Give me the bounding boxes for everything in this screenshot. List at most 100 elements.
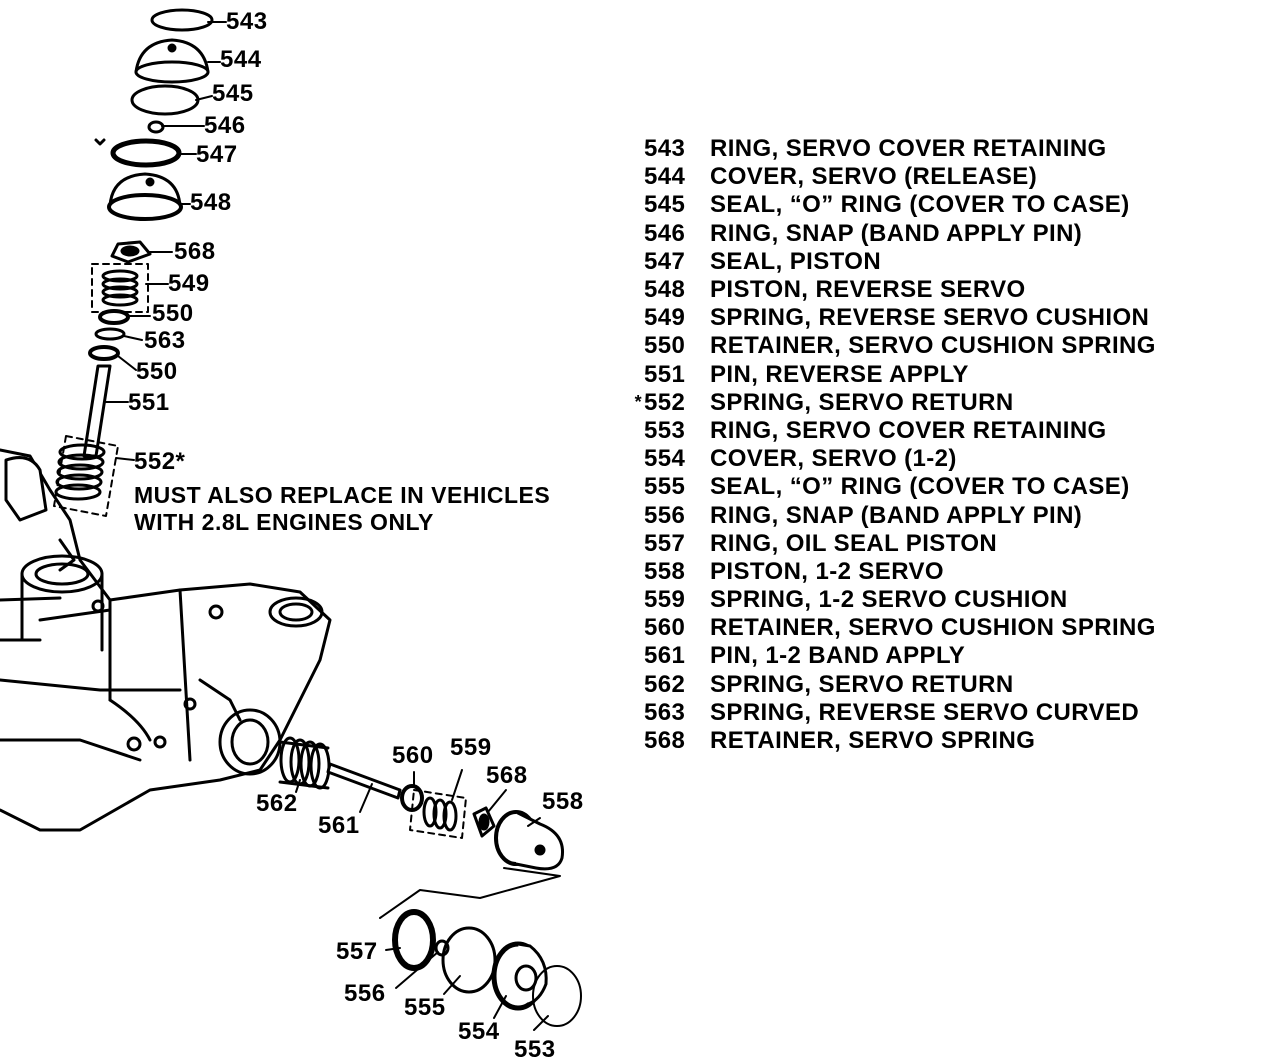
part-554-cover xyxy=(491,941,548,1011)
legend-row: 547 SEAL, PISTON xyxy=(630,248,1156,276)
legend-part-number: 555 xyxy=(644,473,686,501)
callout-556: 556 xyxy=(344,980,386,1007)
part-544-cover xyxy=(134,38,210,84)
callout-552: 552* xyxy=(134,448,186,475)
callout-554: 554 xyxy=(458,1018,500,1045)
legend-part-number: 562 xyxy=(644,670,686,698)
callout-549: 549 xyxy=(168,270,210,297)
callout-555: 555 xyxy=(404,994,446,1021)
part-546-snapring xyxy=(147,120,165,134)
legend-part-description: SPRING, REVERSE SERVO CURVED xyxy=(710,698,1140,726)
part-549-spring xyxy=(91,263,149,313)
part-548-piston xyxy=(107,172,183,221)
legend-part-number: 551 xyxy=(644,360,686,388)
callout-544: 544 xyxy=(220,46,262,73)
transmission-case xyxy=(0,448,332,832)
legend-row: 561 PIN, 1-2 BAND APPLY xyxy=(630,642,1156,670)
legend-part-description: RING, OIL SEAL PISTON xyxy=(710,529,998,557)
part-547-seal xyxy=(94,138,182,168)
legend-row: 568 RETAINER, SERVO SPRING xyxy=(630,727,1156,755)
note-line-2: WITH 2.8L ENGINES ONLY xyxy=(134,509,434,535)
callout-553: 553 xyxy=(514,1036,556,1063)
legend-part-number: 544 xyxy=(644,163,686,191)
legend-row: 562 SPRING, SERVO RETURN xyxy=(630,671,1156,699)
legend-part-number: 548 xyxy=(644,276,686,304)
part-553-ring xyxy=(532,965,582,1027)
legend-part-number: 557 xyxy=(644,529,686,557)
legend-part-number: 554 xyxy=(644,445,686,473)
legend-asterisk: * xyxy=(634,392,642,413)
part-558-piston xyxy=(494,810,565,871)
legend-row: 549 SPRING, REVERSE SERVO CUSHION xyxy=(630,304,1156,332)
legend-row: 554 COVER, SERVO (1-2) xyxy=(630,445,1156,473)
legend-part-number: 561 xyxy=(644,642,686,670)
callout-568-upper: 568 xyxy=(174,238,216,265)
legend-part-description: RING, SNAP (BAND APPLY PIN) xyxy=(710,219,1083,247)
legend-part-description: RING, SNAP (BAND APPLY PIN) xyxy=(710,501,1083,529)
part-561-pin xyxy=(326,762,402,800)
legend-part-number: 568 xyxy=(644,727,686,755)
legend-part-description: PIN, 1-2 BAND APPLY xyxy=(710,642,966,670)
legend-row: 550 RETAINER, SERVO CUSHION SPRING xyxy=(630,332,1156,360)
part-550-563-washers xyxy=(88,309,130,361)
callout-551: 551 xyxy=(128,389,170,416)
part-551-pin xyxy=(82,364,112,458)
legend-part-number: 552 xyxy=(644,388,686,416)
legend-row: 556 RING, SNAP (BAND APPLY PIN) xyxy=(630,501,1156,529)
callout-548: 548 xyxy=(190,189,232,216)
callout-561: 561 xyxy=(318,812,360,839)
part-562-spring xyxy=(278,736,331,790)
legend-part-description: SEAL, PISTON xyxy=(710,247,882,275)
part-559-spring xyxy=(409,789,467,839)
legend-part-number: 546 xyxy=(644,219,686,247)
part-543-ring xyxy=(150,8,214,32)
legend-part-description: RETAINER, SERVO SPRING xyxy=(710,727,1036,755)
legend-part-description: SEAL, “O” RING (COVER TO CASE) xyxy=(710,473,1130,501)
callout-562: 562 xyxy=(256,790,298,817)
part-568-retainer-top xyxy=(110,240,152,264)
legend-part-description: RETAINER, SERVO CUSHION SPRING xyxy=(710,332,1156,360)
part-555-oring xyxy=(441,926,497,994)
legend-part-number: 549 xyxy=(644,304,686,332)
leader-lines xyxy=(105,21,549,1031)
legend-row: 560 RETAINER, SERVO CUSHION SPRING xyxy=(630,614,1156,642)
legend-row: 555 SEAL, “O” RING (COVER TO CASE) xyxy=(630,473,1156,501)
legend-part-description: SPRING, REVERSE SERVO CUSHION xyxy=(710,304,1150,332)
legend-part-description: RING, SERVO COVER RETAINING xyxy=(710,135,1107,163)
legend-part-number: 543 xyxy=(644,135,686,163)
legend-row: 546 RING, SNAP (BAND APPLY PIN) xyxy=(630,220,1156,248)
part-557-ring xyxy=(392,909,436,971)
callout-547: 547 xyxy=(196,141,238,168)
part-545-oring xyxy=(130,84,200,116)
callout-550-lower: 550 xyxy=(136,358,178,385)
legend-part-description: RETAINER, SERVO CUSHION SPRING xyxy=(710,614,1156,642)
legend-part-number: 560 xyxy=(644,614,686,642)
legend-part-number: 545 xyxy=(644,191,686,219)
callout-559: 559 xyxy=(450,734,492,761)
alignment-line xyxy=(379,867,561,919)
legend-part-number: 550 xyxy=(644,332,686,360)
legend-part-description: SPRING, SERVO RETURN xyxy=(710,670,1014,698)
legend-part-description: COVER, SERVO (1-2) xyxy=(710,445,957,473)
legend-row: 551 PIN, REVERSE APPLY xyxy=(630,361,1156,389)
legend-part-description: PISTON, REVERSE SERVO xyxy=(710,276,1026,304)
legend-row: 548 PISTON, REVERSE SERVO xyxy=(630,276,1156,304)
legend-part-number: 547 xyxy=(644,247,686,275)
legend-part-description: PISTON, 1-2 SERVO xyxy=(710,557,944,585)
legend-part-number: 556 xyxy=(644,501,686,529)
part-568-retainer-lower xyxy=(472,806,496,838)
legend-part-description: SPRING, 1-2 SERVO CUSHION xyxy=(710,586,1068,614)
callout-568-lower: 568 xyxy=(486,762,528,789)
callout-545: 545 xyxy=(212,80,254,107)
legend-part-number: 553 xyxy=(644,416,686,444)
legend-part-description: PIN, REVERSE APPLY xyxy=(710,360,969,388)
legend-part-description: SPRING, SERVO RETURN xyxy=(710,388,1014,416)
part-552-spring xyxy=(53,435,119,517)
